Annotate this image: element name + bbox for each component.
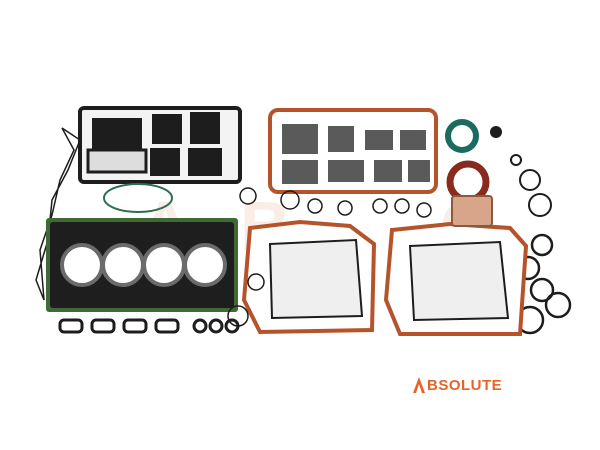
small-washers <box>227 187 432 327</box>
timing-cover-gasket-right <box>383 221 529 336</box>
o-ring-large <box>103 183 173 213</box>
brand-wordmark: BSOLUTE <box>427 376 503 394</box>
brand-mark-icon <box>413 377 425 393</box>
cord-seal-left <box>35 127 81 301</box>
valve-cover-gasket <box>268 108 438 194</box>
brand-logo: BSOLUTE <box>412 374 502 396</box>
timing-cover-gasket-left <box>241 219 377 335</box>
oil-pan-gasket <box>78 106 242 184</box>
small-gaskets-row <box>58 318 240 334</box>
head-gasket <box>46 218 238 312</box>
bracket-gasket <box>451 195 493 227</box>
